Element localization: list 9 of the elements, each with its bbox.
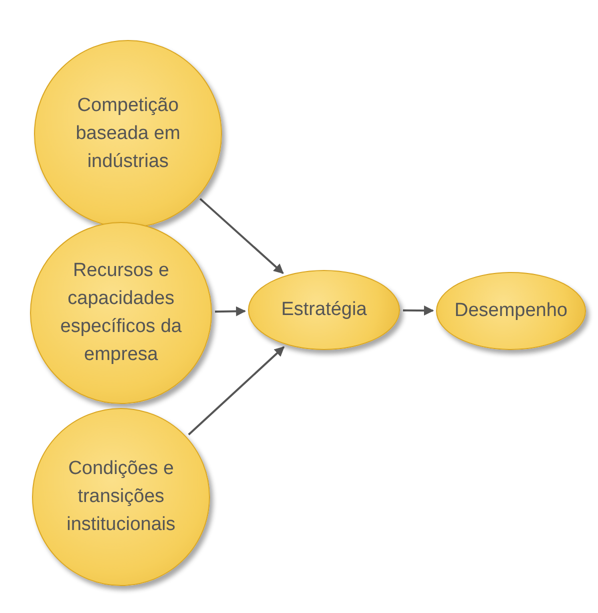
node-label: Estratégia xyxy=(281,298,367,322)
arrow xyxy=(214,306,246,316)
node-label: Competição baseada em indústrias xyxy=(74,94,182,174)
node-label: Recursos e capacidades específicos da empresa xyxy=(59,259,183,367)
arrow xyxy=(200,198,284,274)
arrow xyxy=(402,306,434,316)
node-label: Condições e transições institucionais xyxy=(66,457,176,537)
arrow xyxy=(188,346,285,436)
node-label: Desempenho xyxy=(454,299,568,323)
